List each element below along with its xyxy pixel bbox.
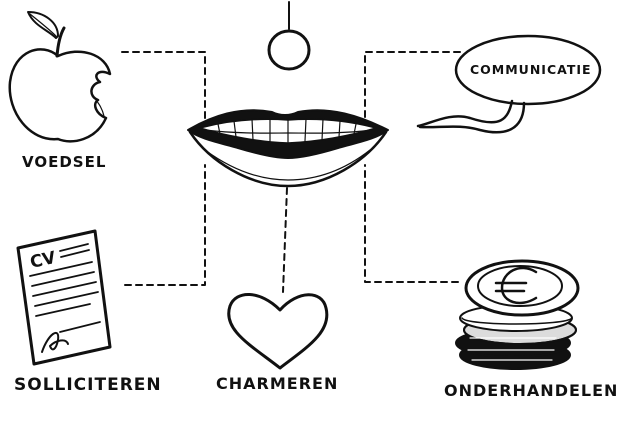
connector-solliciteren (124, 164, 206, 286)
label-charmeren: CHARMEREN (216, 374, 339, 393)
connector-communicatie (364, 51, 461, 126)
cv-document-text: CV (28, 248, 58, 273)
cv-document-icon (16, 229, 112, 366)
mouth-icon (187, 109, 389, 188)
connector-lines (121, 51, 461, 293)
label-solliciteren: SOLLICITEREN (14, 375, 162, 395)
label-onderhandelen: ONDERHANDELEN (444, 381, 619, 400)
connector-charmeren (282, 187, 288, 293)
speech-bubble-icon (416, 34, 602, 134)
heart-icon (227, 293, 329, 370)
coin-stack-icon (455, 259, 580, 370)
ring-icon (267, 1, 311, 71)
apple-icon (8, 11, 112, 143)
label-communicatie: COMMUNICATIE (470, 62, 592, 77)
connector-voedsel (121, 51, 206, 126)
label-voedsel: VOEDSEL (22, 153, 107, 171)
connector-onderhandelen (364, 164, 459, 283)
